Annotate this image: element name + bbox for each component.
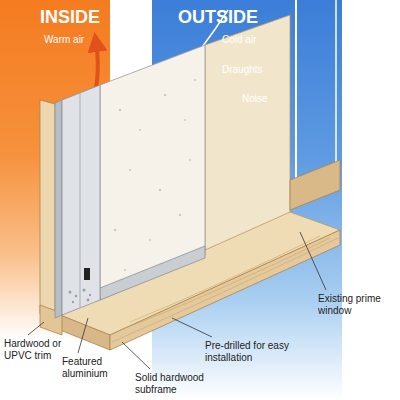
part-label: Solid hardwood subframe bbox=[135, 372, 215, 396]
band-note: Warm air bbox=[44, 34, 154, 46]
hardwood-trim bbox=[40, 100, 55, 318]
part-label: Existing prime window bbox=[318, 293, 396, 317]
band-note: Cold air bbox=[222, 34, 400, 46]
aluminium-front bbox=[55, 100, 62, 318]
glass-curl bbox=[200, 10, 228, 50]
part-label: Hardwood or UPVC trim bbox=[4, 338, 66, 362]
prime-sash bbox=[290, 160, 340, 210]
glass-texture bbox=[114, 79, 196, 271]
leader-lines bbox=[28, 232, 326, 369]
part-label: Pre-drilled for easy installation bbox=[205, 340, 297, 364]
aluminium-rail bbox=[100, 246, 205, 300]
prime-glass bbox=[295, 0, 297, 205]
part-label: Featured aluminium bbox=[62, 356, 126, 380]
sill-front bbox=[60, 315, 110, 350]
aluminium-channel bbox=[80, 93, 81, 308]
gasket bbox=[84, 268, 90, 280]
secondary-glass bbox=[100, 45, 205, 300]
band-note: Noise bbox=[242, 93, 400, 105]
prime-glass-edge bbox=[335, 0, 337, 188]
subframe-fill bbox=[69, 289, 92, 304]
band-note: Draughts bbox=[222, 64, 400, 76]
aluminium-side bbox=[62, 85, 100, 315]
band-heading: OUTSIDE bbox=[178, 6, 368, 28]
band-heading: INSIDE bbox=[40, 6, 150, 28]
